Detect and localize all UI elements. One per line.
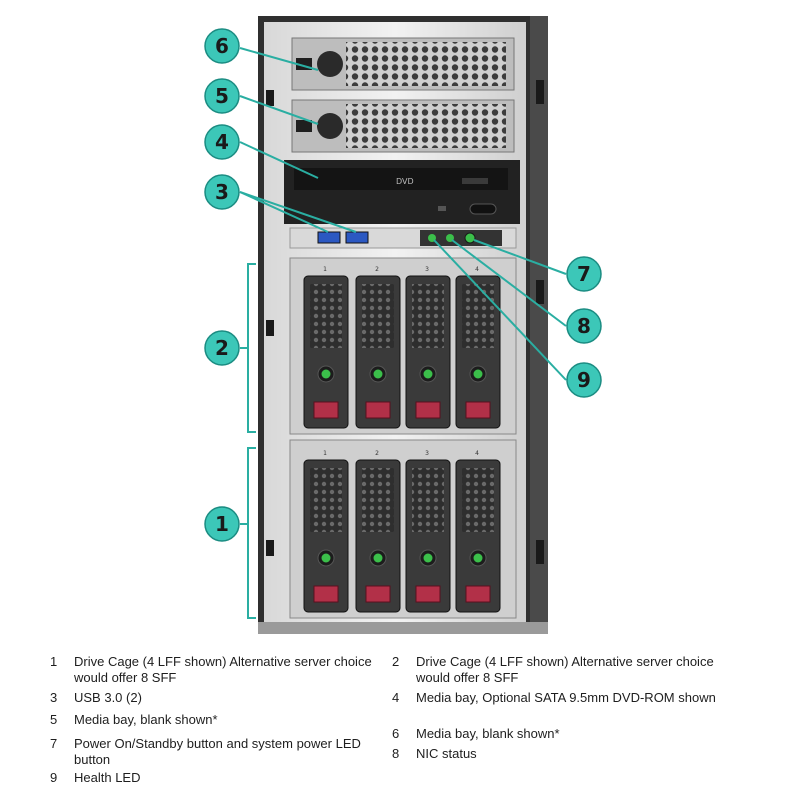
legend-number: 3 [50,690,58,705]
legend-item-4: 4 Media bay, Optional SATA 9.5mm DVD-ROM… [392,690,716,706]
drive-bay-lower-2[interactable]: 2 [355,450,401,613]
legend-item-8: 8 NIC status [392,746,716,762]
legend-item-1: 1 Drive Cage (4 LFF shown) Alternative s… [50,654,374,686]
power-button[interactable] [464,232,476,244]
callout-number: 4 [215,130,229,154]
drive-release-latch[interactable] [313,585,339,603]
drive-bay-upper-1[interactable]: 1 [303,266,349,429]
callout-number: 3 [215,180,229,204]
legend-number: 4 [392,690,400,705]
legend-text: Power On/Standby button and system power… [74,736,361,767]
media-bay-6-blank [291,37,515,91]
dvd-logo: DVD [396,177,414,186]
usb-port-2[interactable] [345,231,369,244]
drive-release-latch[interactable] [465,401,491,419]
legend-text: Drive Cage (4 LFF shown) Alternative ser… [416,654,714,685]
callout-9: 9 [566,362,602,398]
legend-text: Health LED [74,770,141,785]
drive-release-latch[interactable] [365,585,391,603]
drive-bay-upper-4[interactable]: 4 [455,266,501,429]
legend-text: NIC status [416,746,477,761]
callout-4: 4 [204,124,240,160]
legend-text: USB 3.0 (2) [74,690,142,705]
legend-item-7: 7 Power On/Standby button and system pow… [50,736,374,768]
drive-release-latch[interactable] [415,585,441,603]
bay-number-label: 4 [475,450,479,457]
callout-number: 2 [215,336,229,360]
front-io-panel [289,227,517,249]
legend-item-9: 9 Health LED [50,770,374,786]
legend-item-5: 5 Media bay, blank shown* [50,712,374,728]
drive-bay-upper-2[interactable]: 2 [355,266,401,429]
callout-3: 3 [204,174,240,210]
server-front-diagram: DVD 1 2 3 4 1 2 3 4 6 5 4 3 2 1 7 8 [204,16,602,634]
callout-6: 6 [204,28,240,64]
bay-number-label: 3 [425,266,429,273]
callout-number: 5 [215,84,229,108]
bay-number-label: 3 [425,450,429,457]
drive-release-latch[interactable] [313,401,339,419]
drive-bay-lower-4[interactable]: 4 [455,450,501,613]
legend-number: 6 [392,726,400,741]
bay-number-label: 1 [323,450,327,457]
callout-number: 7 [577,262,591,286]
drive-release-latch[interactable] [365,401,391,419]
drive-release-latch[interactable] [465,585,491,603]
callout-number: 6 [215,34,229,58]
callout-7: 7 [566,256,602,292]
drive-bay-lower-1[interactable]: 1 [303,450,349,613]
drive-release-latch[interactable] [415,401,441,419]
callout-1: 1 [204,506,240,542]
media-bay-4-dvd-rom: DVD [284,160,520,224]
media-bay-5-blank [291,99,515,153]
callout-2: 2 [204,330,240,366]
legend-item-2: 2 Drive Cage (4 LFF shown) Alternative s… [392,654,716,686]
bay-number-label: 1 [323,266,327,273]
callout-number: 8 [577,314,591,338]
legend-item-3: 3 USB 3.0 (2) [50,690,374,706]
callout-5: 5 [204,78,240,114]
legend-number: 1 [50,654,58,669]
legend-text: Media bay, blank shown* [416,726,560,741]
bracket-drive-cage-2 [240,263,256,433]
bay-number-label: 2 [375,450,379,457]
callout-number: 1 [215,512,229,536]
legend-number: 5 [50,712,58,727]
bay-number-label: 4 [475,266,479,273]
legend-number: 8 [392,746,400,761]
callout-8: 8 [566,308,602,344]
legend-text: Media bay, blank shown* [74,712,218,727]
bracket-drive-cage-1 [240,447,256,619]
legend-number: 7 [50,736,58,751]
drive-bay-upper-3[interactable]: 3 [405,266,451,429]
legend-text: Media bay, Optional SATA 9.5mm DVD-ROM s… [416,690,716,705]
leader-lines [239,47,567,381]
legend-number: 9 [50,770,58,785]
legend-text: Drive Cage (4 LFF shown) Alternative ser… [74,654,372,685]
legend-item-6: 6 Media bay, blank shown* [392,726,716,742]
usb-port-1[interactable] [317,231,341,244]
bay-number-label: 2 [375,266,379,273]
legend-number: 2 [392,654,400,669]
drive-bay-lower-3[interactable]: 3 [405,450,451,613]
callout-number: 9 [577,368,591,392]
legend: 1 Drive Cage (4 LFF shown) Alternative s… [0,648,800,800]
